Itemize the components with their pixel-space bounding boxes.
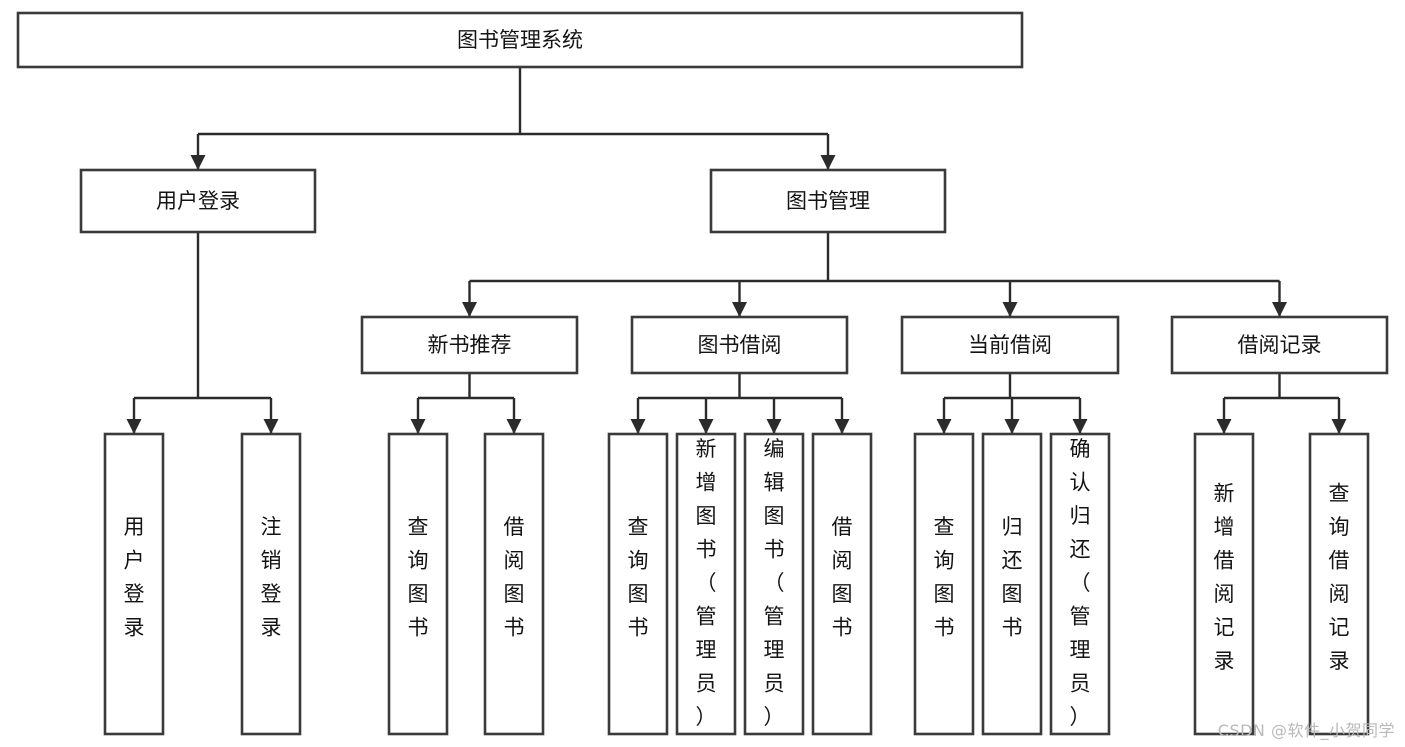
- node-label: 查询借阅记录: [1329, 481, 1350, 673]
- node-return-book[interactable]: [981, 432, 1043, 736]
- node-label: 用户登录: [156, 189, 240, 213]
- arrow-head-icon: [1272, 302, 1287, 317]
- arrow-head-icon: [1004, 419, 1020, 434]
- node-label: 查询图书: [408, 515, 429, 640]
- node-box[interactable]: [630, 315, 849, 375]
- node-borrow-book-1[interactable]: [483, 432, 545, 736]
- arrow-head-icon: [410, 419, 426, 434]
- arrow-head-icon: [1072, 419, 1088, 434]
- node-box[interactable]: [240, 432, 302, 736]
- node-label: 新增借阅记录: [1214, 481, 1235, 673]
- arrow-head-icon: [1216, 419, 1232, 434]
- node-query-borrow-record[interactable]: [1308, 432, 1370, 736]
- arrow-head-icon: [630, 419, 646, 434]
- node-box[interactable]: [607, 432, 669, 736]
- node-confirm-return-admin[interactable]: [1049, 432, 1111, 736]
- node-label: 新书推荐: [428, 333, 512, 357]
- node-label: 确认归还（管理员）: [1070, 437, 1091, 729]
- node-label: 归还图书: [1002, 515, 1023, 640]
- node-user-logout[interactable]: [240, 432, 302, 736]
- arrow-head-icon: [766, 419, 782, 434]
- arrow-head-icon: [732, 302, 747, 317]
- arrow-head-icon: [126, 419, 142, 434]
- arrow-head-icon: [698, 419, 714, 434]
- node-book-borrow[interactable]: [630, 315, 849, 375]
- node-current-borrow[interactable]: [900, 315, 1120, 375]
- node-label: 查询图书: [628, 515, 649, 640]
- node-add-book-admin[interactable]: [675, 432, 737, 736]
- node-user-login[interactable]: [79, 168, 317, 234]
- node-box[interactable]: [981, 432, 1043, 736]
- arrow-head-icon: [936, 419, 952, 434]
- node-book-management[interactable]: [709, 168, 947, 234]
- connectors-layer: [126, 67, 1347, 434]
- arrow-head-icon: [462, 302, 477, 317]
- node-label: 图书借阅: [698, 333, 782, 357]
- node-box[interactable]: [79, 168, 317, 234]
- node-box[interactable]: [913, 432, 975, 736]
- node-box[interactable]: [387, 432, 449, 736]
- node-label: 图书管理系统: [457, 28, 583, 52]
- node-label: 查询图书: [934, 515, 955, 640]
- node-box[interactable]: [709, 168, 947, 234]
- node-query-book-1[interactable]: [387, 432, 449, 736]
- node-new-book-recommend[interactable]: [360, 315, 579, 375]
- node-label: 借阅记录: [1238, 333, 1322, 357]
- arrow-head-icon: [506, 419, 522, 434]
- node-root[interactable]: [16, 11, 1024, 69]
- node-query-book-3[interactable]: [913, 432, 975, 736]
- node-box[interactable]: [1049, 432, 1111, 736]
- node-label: 图书管理: [786, 189, 870, 213]
- node-box[interactable]: [103, 432, 165, 736]
- node-box[interactable]: [900, 315, 1120, 375]
- arrow-head-icon: [820, 155, 836, 170]
- arrow-head-icon: [1331, 419, 1347, 434]
- node-box[interactable]: [1170, 315, 1389, 375]
- node-edit-book-admin[interactable]: [743, 432, 805, 736]
- node-label: 新增图书（管理员）: [696, 437, 717, 729]
- node-user-login-do[interactable]: [103, 432, 165, 736]
- node-borrow-book-2[interactable]: [811, 432, 873, 736]
- node-box[interactable]: [16, 11, 1024, 69]
- node-label: 借阅图书: [832, 515, 853, 640]
- node-query-book-2[interactable]: [607, 432, 669, 736]
- arrow-head-icon: [190, 155, 206, 170]
- node-box[interactable]: [1308, 432, 1370, 736]
- node-box[interactable]: [675, 432, 737, 736]
- node-box[interactable]: [811, 432, 873, 736]
- node-label: 用户登录: [124, 515, 145, 640]
- node-borrow-record[interactable]: [1170, 315, 1389, 375]
- arrow-head-icon: [1002, 302, 1018, 317]
- node-box[interactable]: [483, 432, 545, 736]
- node-box[interactable]: [360, 315, 579, 375]
- node-box[interactable]: [1193, 432, 1255, 736]
- node-label: 当前借阅: [968, 333, 1052, 357]
- node-label: 注销登录: [261, 515, 282, 640]
- arrow-head-icon: [263, 419, 279, 434]
- nodes-layer: 图书管理系统用户登录用户登录注销登录图书管理新书推荐查询图书借阅图书图书借阅查询…: [16, 11, 1389, 736]
- arrow-head-icon: [834, 419, 850, 434]
- node-label: 借阅图书: [504, 515, 525, 640]
- node-box[interactable]: [743, 432, 805, 736]
- node-label: 编辑图书（管理员）: [764, 437, 785, 729]
- node-add-borrow-record[interactable]: [1193, 432, 1255, 736]
